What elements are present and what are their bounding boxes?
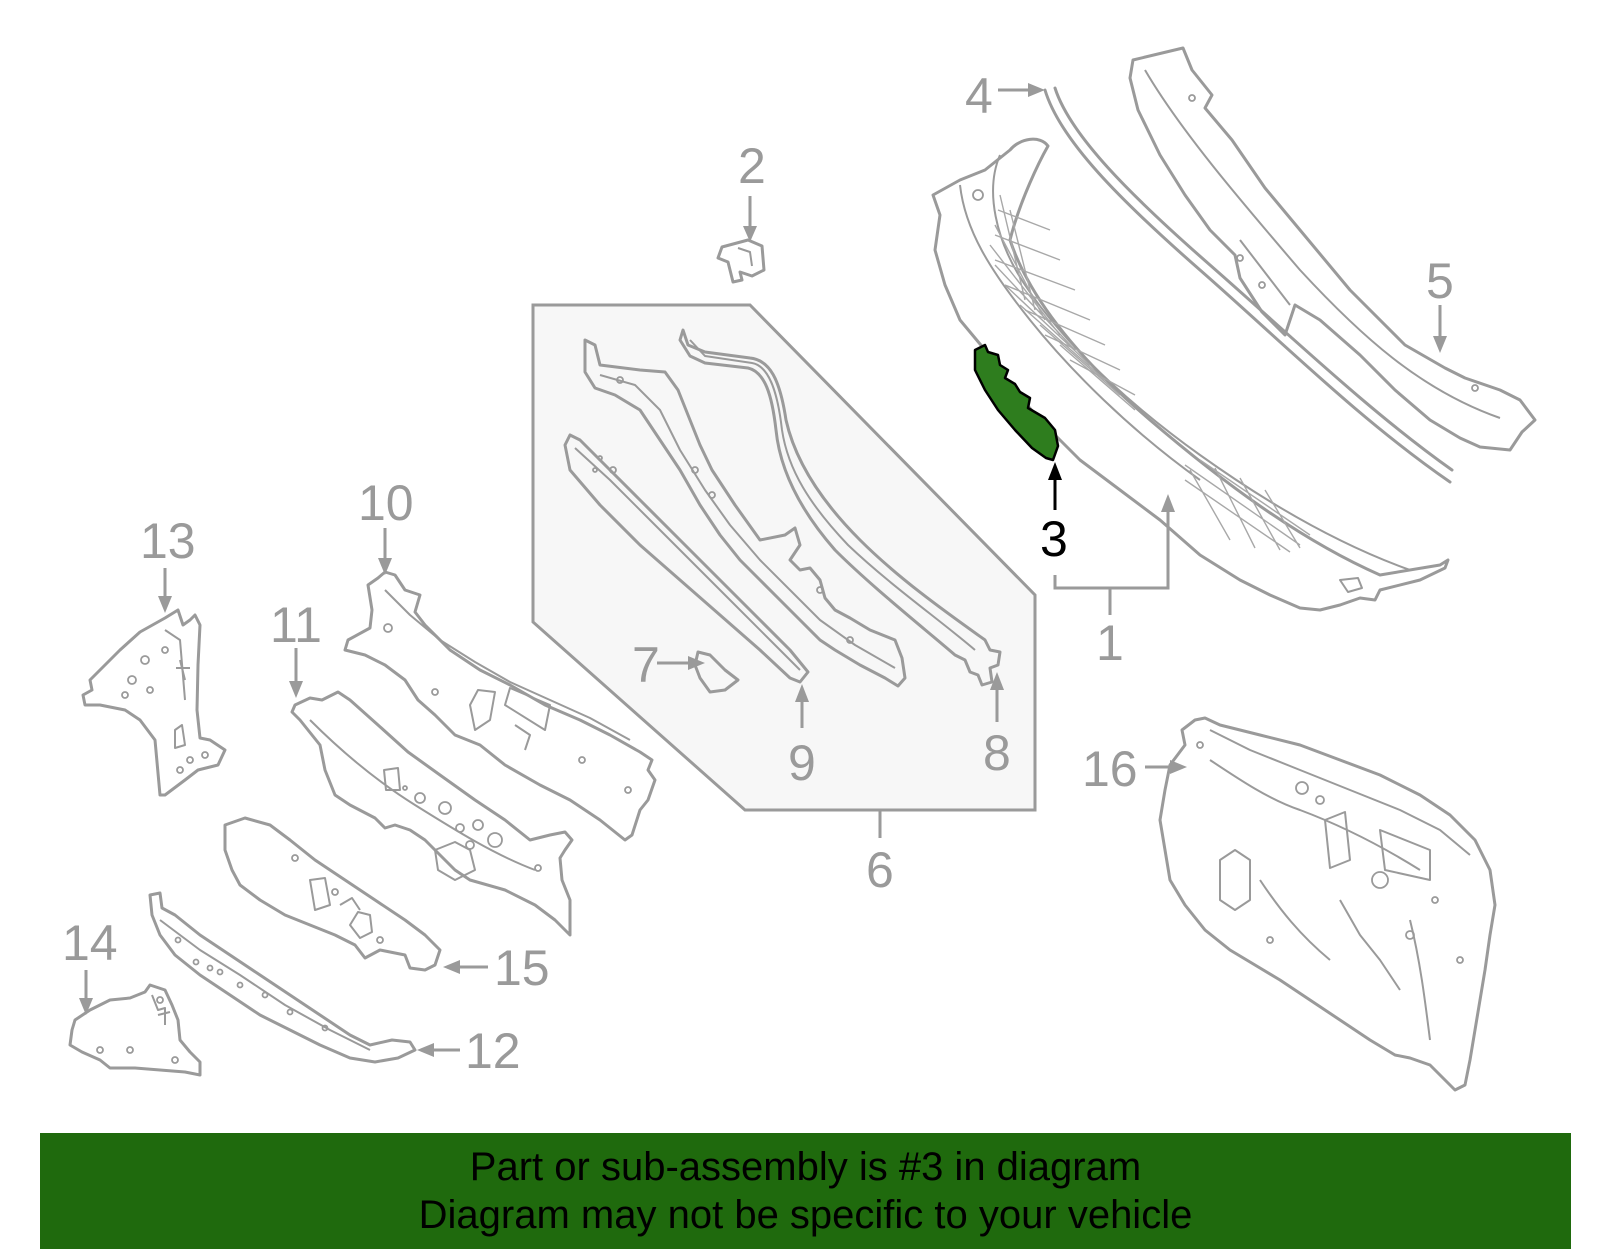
part-7-small-bracket[interactable]: [693, 650, 740, 694]
callout-6: 6: [866, 842, 894, 898]
callout-9: 9: [788, 735, 816, 791]
callout-labels: 1 2 3 4 5 6 7 8 9 10 11 12 13 14 15 16: [62, 68, 1454, 1079]
callout-7: 7: [632, 637, 660, 693]
banner-line-2: Diagram may not be specific to your vehi…: [418, 1193, 1193, 1237]
banner-line-1: Part or sub-assembly is #3 in diagram: [469, 1145, 1142, 1189]
part-14-side-panel[interactable]: [68, 983, 202, 1077]
part-10-dash-upper[interactable]: [343, 570, 657, 842]
callout-16: 16: [1082, 741, 1138, 797]
part-9-rail[interactable]: [563, 433, 810, 684]
callout-11: 11: [270, 597, 322, 653]
callout-4: 4: [965, 68, 993, 124]
callout-13: 13: [140, 513, 196, 569]
part-12-lower-bar[interactable]: [148, 891, 417, 1064]
callout-12: 12: [465, 1023, 521, 1079]
part-3-highlighted[interactable]: [973, 343, 1060, 462]
part-11-dash-lower[interactable]: [290, 690, 574, 937]
part-5-cowl-panel[interactable]: [1128, 46, 1537, 452]
callout-2: 2: [738, 138, 766, 194]
info-banner: Part or sub-assembly is #3 in diagram Di…: [40, 1133, 1571, 1249]
part-2-clip[interactable]: [716, 238, 766, 284]
part-16-dash-assembly[interactable]: [1158, 716, 1497, 1092]
callout-8: 8: [983, 725, 1011, 781]
part-4-seal-strip[interactable]: [1043, 86, 1454, 484]
callout-14: 14: [62, 915, 118, 971]
callout-3: 3: [1040, 511, 1068, 567]
callout-10: 10: [358, 475, 414, 531]
part-6-bracket[interactable]: [583, 338, 907, 688]
part-1-cowl-grille[interactable]: [931, 137, 1450, 612]
callout-5: 5: [1426, 253, 1454, 309]
leader-lines: [79, 83, 1447, 1057]
part-13-side-bracket[interactable]: [81, 608, 227, 797]
part-8-rod[interactable]: [678, 328, 1002, 687]
callout-1: 1: [1096, 615, 1124, 671]
part-15-insulator[interactable]: [223, 816, 442, 972]
callout-15: 15: [494, 940, 550, 996]
subassembly-6-panel: [531, 303, 1037, 812]
